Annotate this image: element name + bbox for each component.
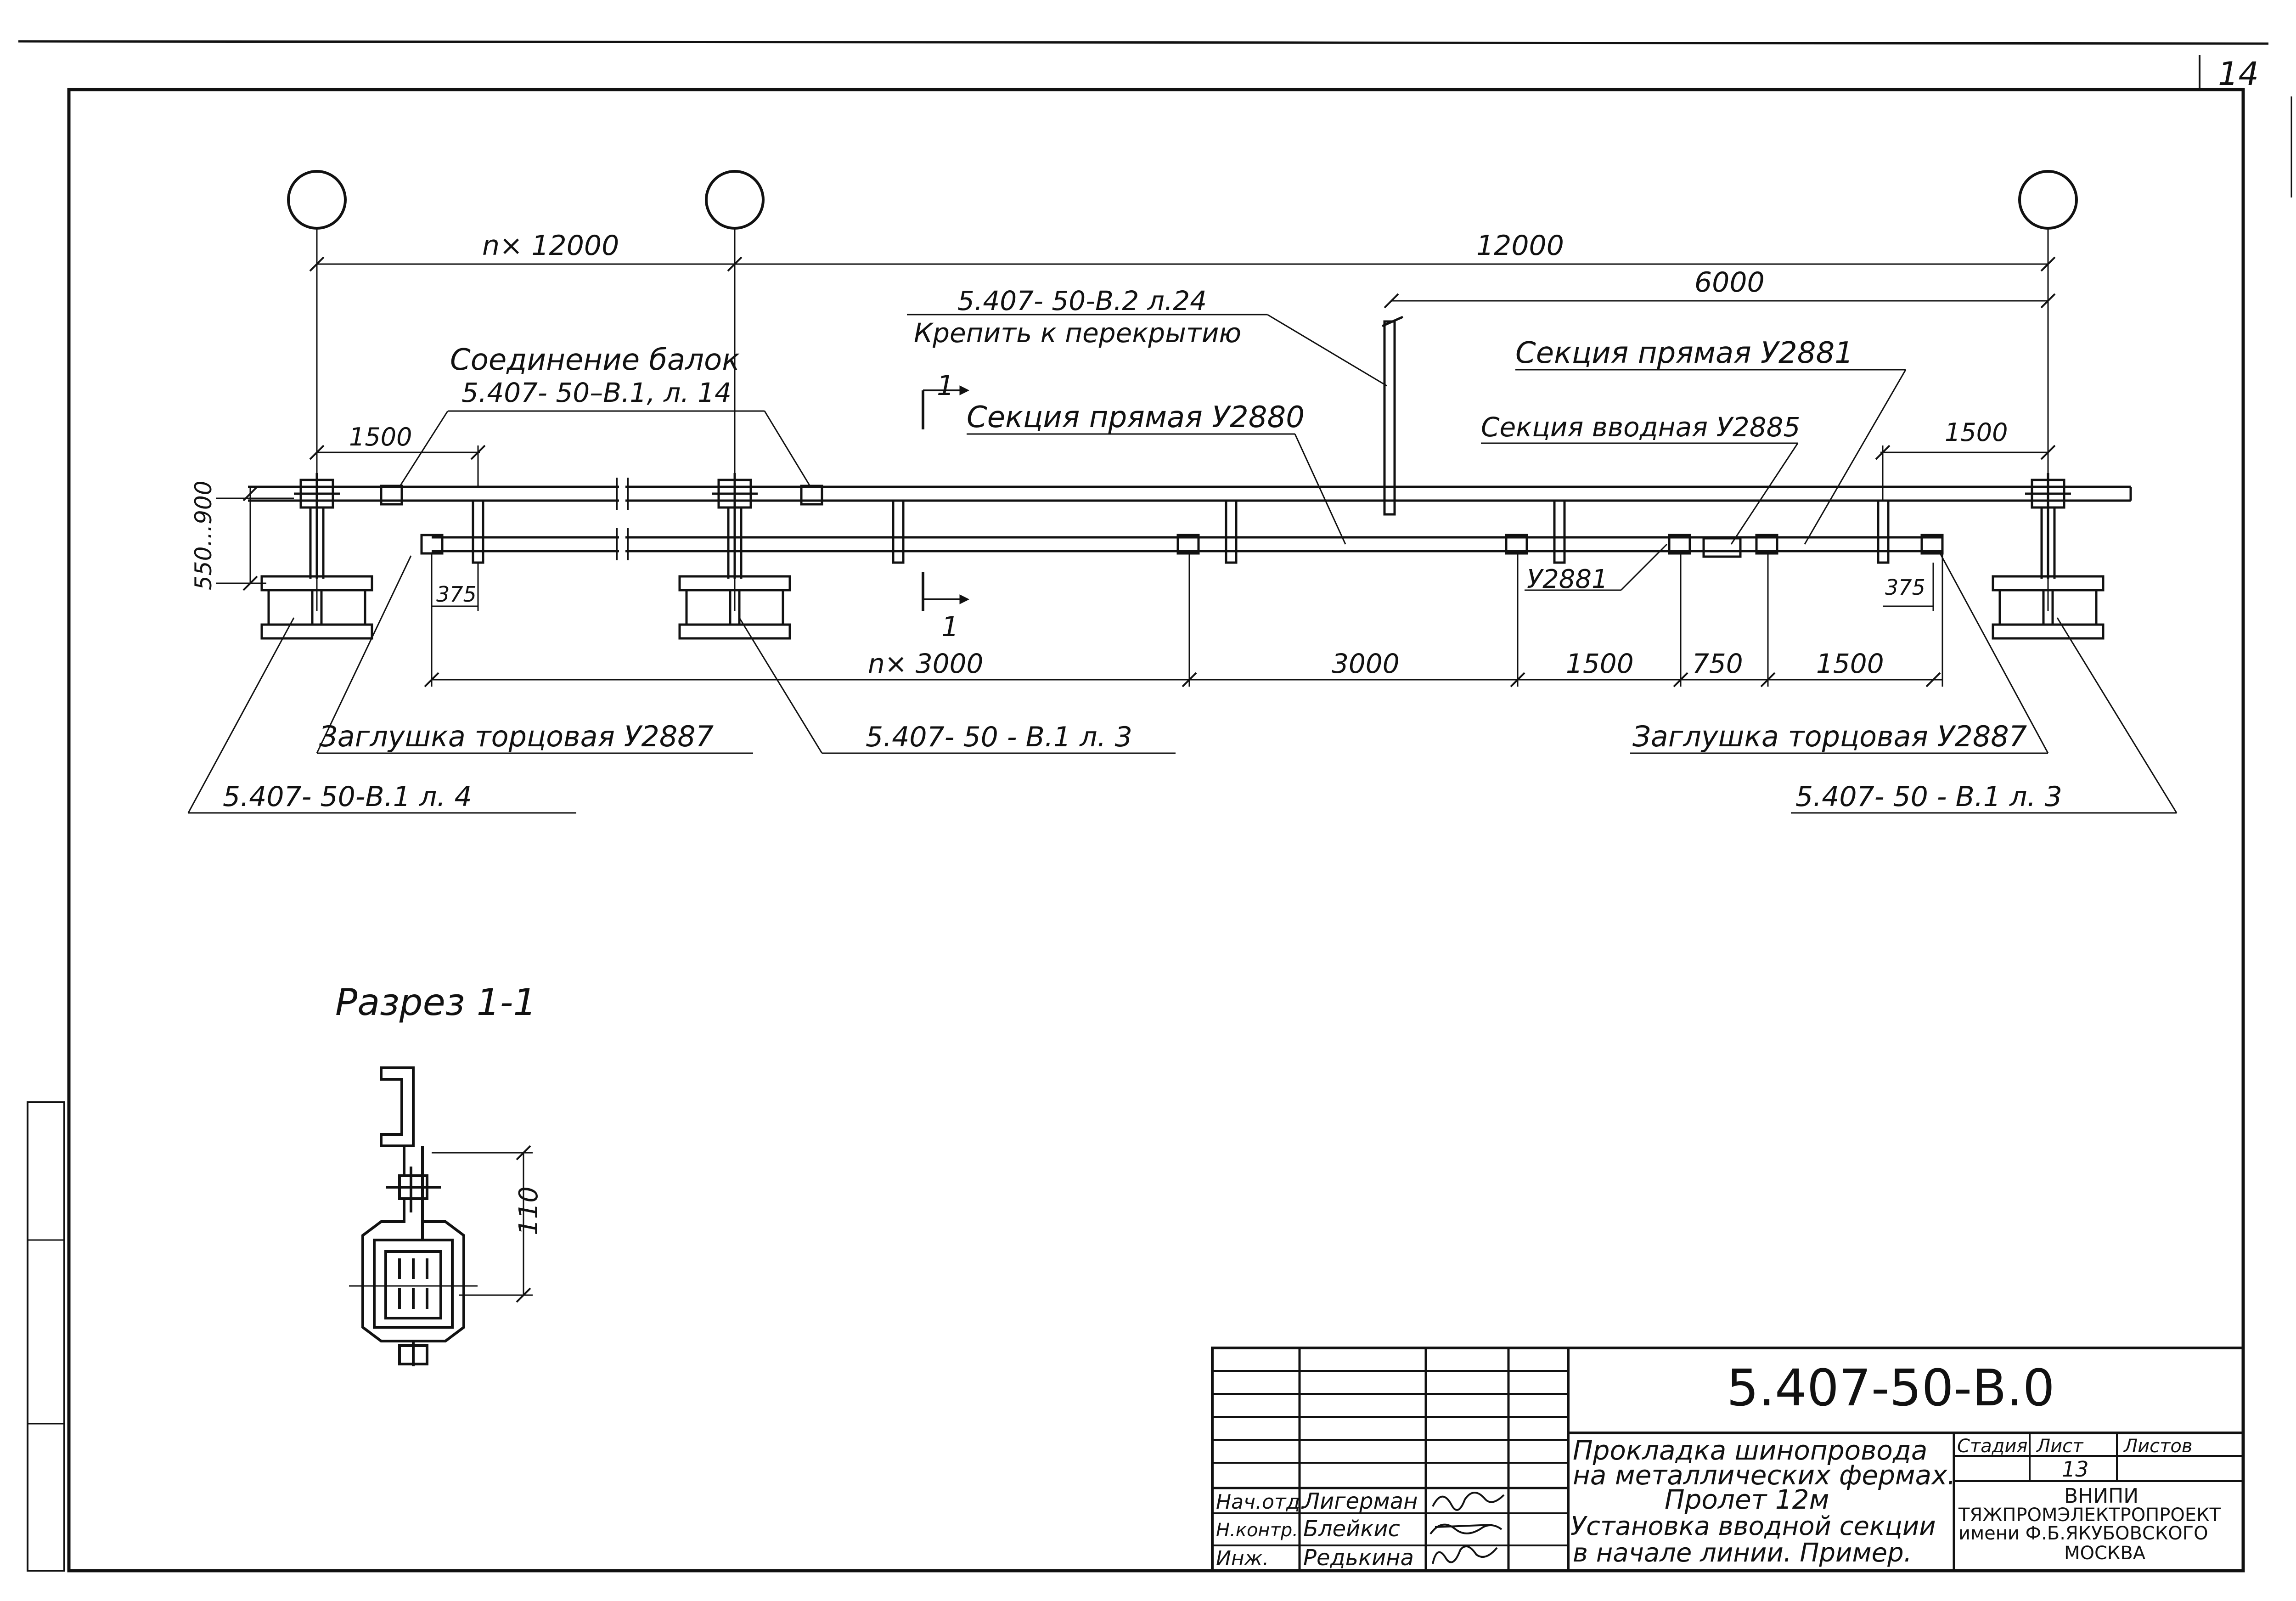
page-number: 14: [2218, 55, 2259, 93]
name-3: Редькина: [1303, 1545, 1414, 1571]
dim-tick: [470, 445, 486, 460]
column-marker-circle: [705, 170, 765, 230]
sheet-label: Лист: [2036, 1436, 2084, 1457]
org-line-1: ВНИПИ: [2064, 1484, 2138, 1508]
sheet-number: 13: [2062, 1457, 2089, 1482]
dim-6000: 6000: [1694, 266, 1765, 299]
signature-2: [1429, 1523, 1503, 1535]
section-mark-bottom-label: 1: [941, 611, 959, 643]
section-arrow-head: [959, 594, 970, 604]
dim-tick: [1384, 293, 1399, 309]
dim-tick: [309, 256, 325, 272]
ref-mid-l3: 5.407- 50 - В.1 л. 3: [866, 721, 1132, 753]
dim-375-right-label: 375: [1885, 575, 1925, 600]
dim-tick: [2040, 445, 2056, 460]
dim-1500-a: 1500: [1566, 648, 1634, 679]
ref-left-l4: 5.407- 50-В.1 л. 4: [223, 781, 472, 813]
dim-1500-b: 1500: [1816, 648, 1884, 679]
dim-tick: [2040, 256, 2056, 272]
dim-750: 750: [1692, 648, 1743, 679]
signature-1: [1432, 1492, 1505, 1511]
u2881-label: У2881: [1527, 564, 1608, 594]
org-line-3: имени Ф.Б.ЯКУБОВСКОГО: [1958, 1523, 2208, 1544]
beam-joint-ref: 5.407- 50–В.1, л. 14: [461, 377, 732, 408]
column-marker-circle: [2018, 170, 2078, 230]
drawing-code: 5.407-50-В.0: [1727, 1359, 2055, 1417]
end-cap-right: [1920, 534, 1944, 555]
dim-tick: [2040, 293, 2056, 309]
truss-support: [260, 575, 373, 640]
section-input-2885-label: Секция вводная У2885: [1481, 412, 1800, 443]
end-cap-right-label: Заглушка торцовая У2887: [1632, 720, 2027, 753]
ceiling-ref: 5.407- 50-В.2 л.24: [957, 285, 1207, 316]
role-3: Инж.: [1216, 1547, 1269, 1570]
ref-right-l3: 5.407- 50 - В.1 л. 3: [1795, 781, 2062, 813]
ceiling-hanger: [1383, 320, 1396, 516]
top-trim-line: [18, 40, 2269, 45]
name-2: Блейкис: [1303, 1516, 1400, 1542]
truss-support: [1992, 575, 2105, 640]
dim-n3000: n× 3000: [868, 648, 983, 679]
dim-tick: [1875, 445, 1891, 460]
signature-3: [1432, 1545, 1498, 1564]
truss-support: [678, 575, 791, 640]
ceiling-hanger-top: [1381, 316, 1404, 327]
dim-375-left-label: 375: [436, 582, 477, 607]
dim-12000: 12000: [1476, 230, 1564, 262]
stage-label: Стадия: [1957, 1436, 2027, 1457]
role-1: Нач.отд.: [1216, 1490, 1306, 1514]
busbar-joint: [1755, 534, 1778, 555]
binding-strip: [27, 1101, 65, 1572]
section-1-1-drawing: [349, 1066, 533, 1366]
section-mark-top-label: 1: [937, 370, 954, 402]
dim-1500-right-label: 1500: [1945, 418, 2008, 447]
beam-joint-label: Соединение балок: [450, 343, 740, 377]
busbar-hanger: [1225, 499, 1238, 564]
title-block: [1211, 1347, 2245, 1572]
org-line-4: МОСКВА: [2064, 1543, 2146, 1564]
section-straight-2881-label: Секция прямая У2881: [1515, 336, 1853, 370]
column-bolt-cluster: [2025, 473, 2071, 579]
role-2: Н.контр.: [1216, 1520, 1298, 1541]
dim-tick: [727, 256, 743, 272]
section-dim-110: 110: [514, 1186, 544, 1235]
dim-tick: [309, 445, 325, 460]
sheets-label: Листов: [2123, 1436, 2192, 1457]
section-straight-2880-label: Секция прямая У2880: [967, 400, 1305, 434]
section-arrow-head: [959, 385, 970, 395]
beam-joint-square: [800, 485, 823, 506]
callout-leader: [187, 314, 2178, 814]
dim-1500-left-label: 1500: [349, 423, 412, 451]
busbar-hanger: [472, 499, 484, 564]
busbar-joint: [1505, 534, 1528, 555]
dim-3000: 3000: [1332, 648, 1400, 679]
description-line-4: Установка вводной секции: [1570, 1511, 1936, 1541]
description-line-1: Прокладка шинопровода: [1573, 1435, 1927, 1466]
busbar-joint: [1668, 534, 1691, 555]
dim-ext: [431, 553, 1943, 687]
column-marker-circle: [287, 170, 347, 230]
end-cap-left-label: Заглушка торцовая У2887: [319, 720, 714, 753]
dim-550-900-label: 550...900: [190, 480, 217, 590]
ceiling-note: Крепить к перекрытию: [914, 317, 1241, 349]
busbar-joint: [1176, 534, 1200, 555]
input-section-box: [1702, 537, 1742, 558]
busbar-hanger: [1877, 499, 1890, 564]
sheet-frame: [67, 88, 2245, 1573]
beam-joint-square: [380, 485, 403, 506]
name-1: Лигерман: [1302, 1488, 1418, 1514]
busbar-hanger: [1553, 499, 1566, 564]
section-title: Разрез 1-1: [335, 981, 536, 1024]
column-bolt-cluster: [712, 473, 758, 579]
description-line-3: Пролет 12м: [1665, 1484, 1829, 1515]
description-line-2: на металлических фермах.: [1573, 1460, 1956, 1491]
column-bolt-cluster: [294, 473, 340, 579]
busbar-hanger: [892, 499, 905, 564]
plan-view: [187, 170, 2178, 814]
description-line-5: в начале линии. Пример.: [1573, 1538, 1912, 1568]
dim-n12000: n× 12000: [482, 230, 619, 262]
org-line-2: ТЯЖПРОМЭЛЕКТРОПРОЕКТ: [1958, 1505, 2221, 1526]
